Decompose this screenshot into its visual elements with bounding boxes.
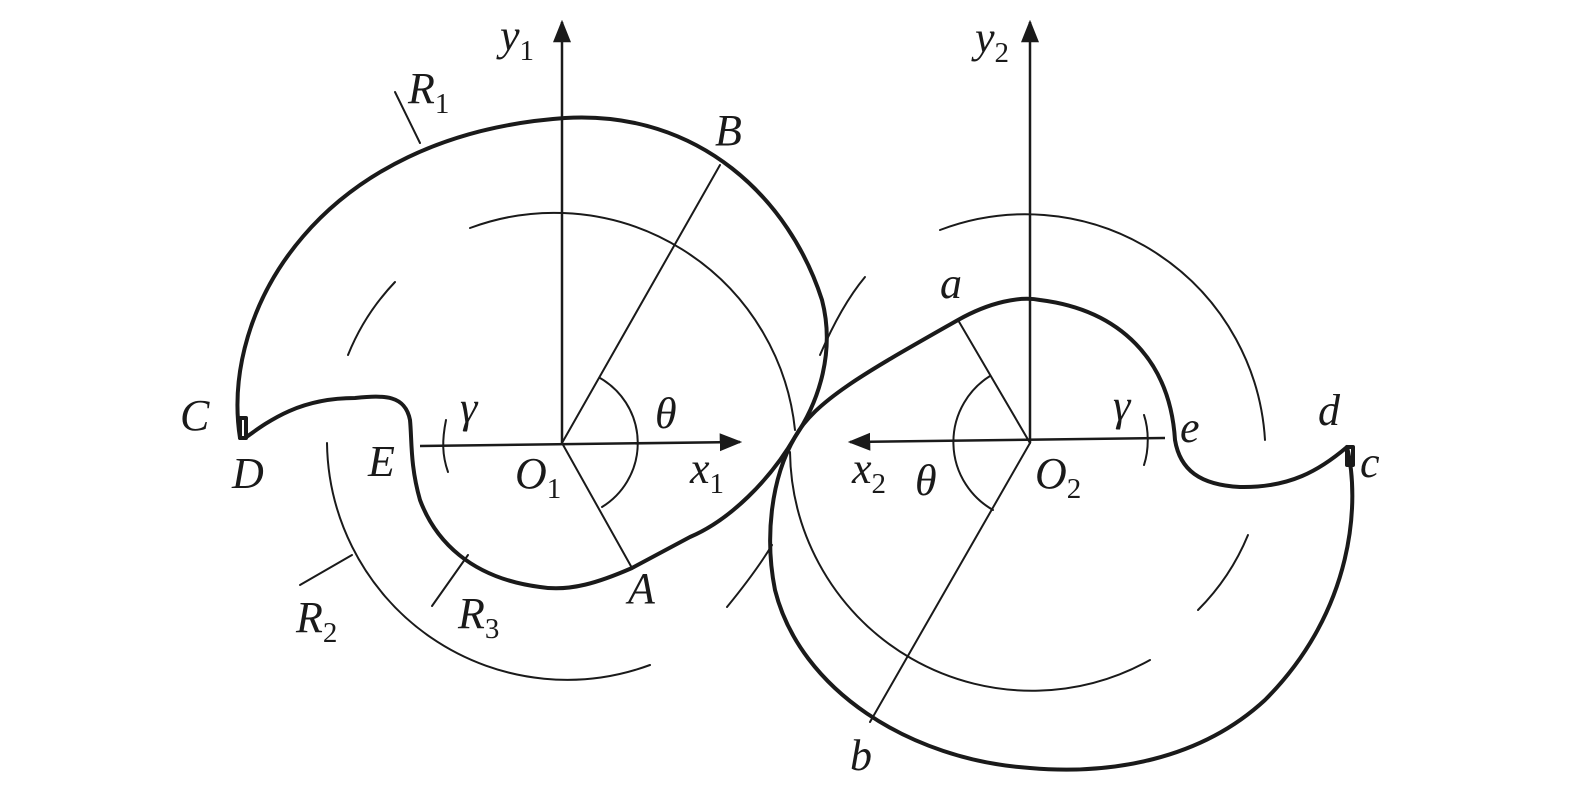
- rotor-1-dash-arc-1: [347, 281, 396, 356]
- rotor-2-upper-arc: [939, 213, 1266, 441]
- y2-label: y2: [971, 13, 1009, 69]
- rotor-2-inner-arc: [789, 451, 1151, 692]
- line-o1-a: [561, 442, 633, 569]
- point-e-small-label: e: [1180, 403, 1200, 452]
- o1-label: O1: [515, 449, 561, 505]
- r3-leader: [431, 554, 469, 607]
- point-e-label: E: [367, 437, 395, 486]
- r3-label: R3: [457, 589, 499, 645]
- point-a-label: A: [625, 564, 656, 613]
- x1-axis: [419, 433, 743, 452]
- rotor-1-lower-arc: [326, 442, 651, 681]
- rotor-1-profile: [235, 115, 829, 591]
- point-b-small-label: b: [850, 731, 872, 780]
- mesh-arc-upper: [819, 276, 866, 356]
- theta-arc-1: [599, 377, 639, 508]
- theta-label-1: θ: [655, 389, 677, 438]
- r2-leader: [299, 554, 353, 586]
- rotor-1-inner-arc: [469, 211, 796, 431]
- point-b-label: B: [715, 106, 742, 155]
- rotor-1: [235, 19, 829, 681]
- rotor-2-tip-cd: [1345, 445, 1355, 467]
- theta-arc-2: [952, 375, 994, 511]
- theta-label-2: θ: [915, 456, 937, 505]
- gamma-label-1: γ: [460, 383, 479, 432]
- o2-label: O2: [1035, 449, 1081, 505]
- point-c-label: C: [180, 391, 210, 440]
- point-d-small-label: d: [1318, 386, 1341, 435]
- rotor-2: [726, 19, 1355, 772]
- gamma-label-2: γ: [1113, 381, 1132, 430]
- point-a-small-label: a: [940, 259, 962, 308]
- line-o1-b: [561, 164, 721, 444]
- mesh-arc-lower: [726, 544, 773, 608]
- rotor-2-dash-arc-1: [1197, 534, 1249, 611]
- r1-leader: [394, 91, 421, 144]
- rotor-1-tip-cd: [238, 416, 248, 440]
- point-c-small-label: c: [1360, 438, 1380, 487]
- line-o2-b: [869, 442, 1031, 723]
- y1-label: y1: [496, 11, 534, 67]
- r1-label: R1: [407, 64, 449, 120]
- x2-axis: [847, 432, 1166, 451]
- gamma-mark-1: [442, 419, 449, 473]
- point-d-label: D: [231, 449, 264, 498]
- rotor-2-profile: [768, 296, 1355, 772]
- x1-label: x1: [689, 444, 724, 500]
- line-o2-a: [957, 319, 1031, 444]
- gamma-mark-2: [1143, 414, 1149, 466]
- x2-label: x2: [851, 444, 886, 500]
- r2-label: R2: [295, 593, 337, 649]
